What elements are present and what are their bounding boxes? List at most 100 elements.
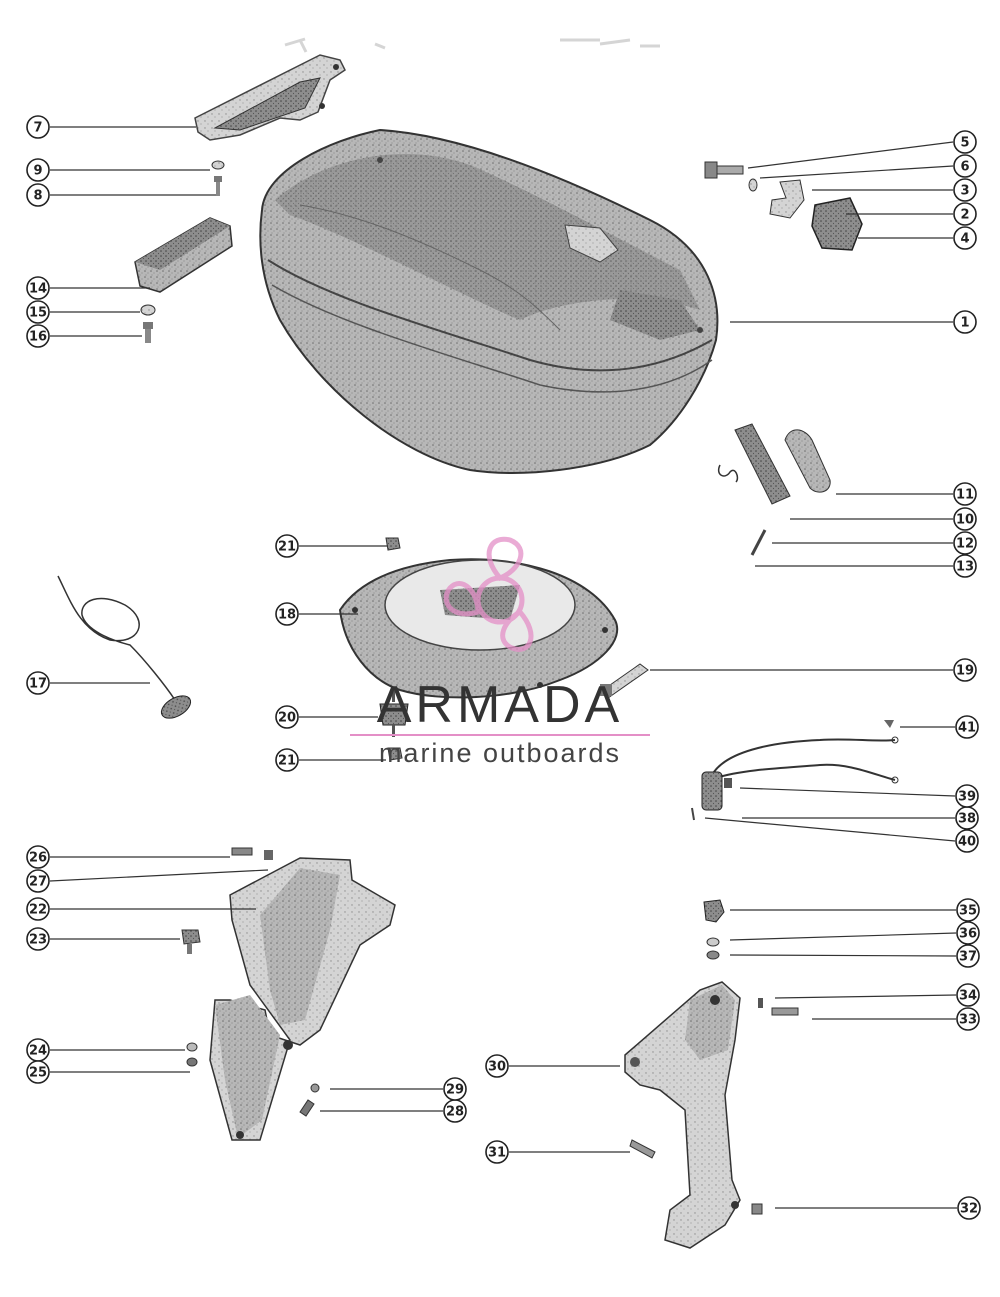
callout-circle — [953, 658, 977, 682]
callout-number: 18 — [278, 608, 296, 623]
callout-circle — [26, 927, 50, 951]
callout-18: 18 — [275, 602, 358, 626]
bolt-5-part — [704, 161, 744, 179]
callout-circle — [26, 324, 50, 348]
callout-number: 32 — [960, 1202, 978, 1217]
armada-watermark: ARMADA marine outboards — [350, 536, 650, 768]
bolt-23-part — [181, 929, 201, 954]
latch-block-2-part — [811, 197, 863, 251]
callout-41: 41 — [900, 715, 979, 739]
screw-8-part — [214, 176, 222, 196]
callout-circle — [485, 1054, 509, 1078]
callout-22: 22 — [26, 897, 256, 921]
callout-36: 36 — [729, 921, 980, 945]
callout-circle — [956, 1007, 980, 1031]
clip-39-part — [724, 778, 732, 788]
callout-31: 31 — [485, 1140, 630, 1164]
callout-number: 39 — [958, 790, 976, 805]
callout-number: 10 — [956, 513, 974, 528]
callout-circle — [26, 300, 50, 324]
callout-9: 9 — [26, 158, 210, 182]
callout-circle — [955, 784, 979, 808]
screw-41-part — [884, 720, 894, 728]
callout-circle — [953, 154, 977, 178]
callout-13: 13 — [755, 554, 977, 578]
callout-number: 24 — [29, 1044, 47, 1059]
callout-number: 22 — [29, 903, 47, 918]
callout-24: 24 — [26, 1038, 185, 1062]
callout-16: 16 — [26, 324, 142, 348]
watermark-brand: ARMADA — [377, 676, 623, 734]
callout-number: 38 — [958, 812, 976, 827]
callout-circle — [26, 158, 50, 182]
lower-support-bracket-part — [209, 857, 396, 1141]
callout-number: 34 — [959, 989, 977, 1004]
callout-number: 6 — [960, 160, 969, 175]
callout-21: 21 — [275, 748, 386, 772]
callout-circle — [275, 748, 299, 772]
callout-12: 12 — [772, 531, 977, 555]
callout-number: 23 — [29, 933, 47, 948]
washer-24-part — [186, 1042, 198, 1052]
callout-number: 3 — [960, 184, 969, 199]
callout-number: 31 — [488, 1146, 506, 1161]
callout-number: 1 — [960, 316, 969, 331]
callout-circle — [26, 1060, 50, 1084]
callout-circle — [275, 534, 299, 558]
callout-number: 25 — [29, 1066, 47, 1081]
callout-number: 20 — [278, 711, 296, 726]
callout-1: 1 — [730, 310, 977, 334]
callout-20: 20 — [275, 705, 378, 729]
callout-circle — [26, 897, 50, 921]
callout-number: 33 — [959, 1013, 977, 1028]
callout-33: 33 — [812, 1007, 980, 1031]
callout-circle — [953, 178, 977, 202]
callout-number: 12 — [956, 537, 974, 552]
washer-29-part — [310, 1083, 320, 1093]
callout-17: 17 — [26, 671, 150, 695]
bolt-26-part — [231, 847, 253, 856]
callout-number: 35 — [959, 904, 977, 919]
side-strip-10-part — [734, 423, 791, 505]
swivel-bracket-part — [624, 981, 741, 1249]
callout-circle — [953, 507, 977, 531]
callout-circle — [26, 869, 50, 893]
callout-23: 23 — [26, 927, 180, 951]
callout-35: 35 — [730, 898, 980, 922]
pin-40-part — [691, 807, 695, 821]
callout-leader-line — [704, 817, 956, 842]
callout-number: 27 — [29, 875, 47, 890]
rubber-mount-20-part — [379, 690, 409, 737]
callout-leader-line — [774, 994, 957, 999]
callout-circle — [26, 183, 50, 207]
callout-19: 19 — [650, 658, 977, 682]
spring-clip-13-part — [718, 464, 739, 483]
callout-circle — [26, 276, 50, 300]
callout-number: 26 — [29, 851, 47, 866]
nut-21-upper-part — [385, 537, 401, 551]
callout-circle — [953, 130, 977, 154]
callout-number: 2 — [960, 208, 969, 223]
callout-4: 4 — [858, 226, 977, 250]
screw-16-part — [143, 322, 153, 343]
callout-number: 15 — [29, 306, 47, 321]
callout-number: 7 — [33, 121, 42, 136]
rear-cowl-bracket-part — [194, 54, 346, 141]
callout-circle — [953, 554, 977, 578]
callout-leader-line — [747, 141, 954, 169]
callout-11: 11 — [836, 482, 977, 506]
knob-35-part — [703, 899, 725, 923]
callout-number: 17 — [29, 677, 47, 692]
callout-number: 36 — [959, 927, 977, 942]
callout-number: 37 — [959, 950, 977, 965]
callout-38: 38 — [742, 806, 979, 830]
callout-14: 14 — [26, 276, 150, 300]
callout-circle — [485, 1140, 509, 1164]
callout-6: 6 — [759, 154, 977, 179]
washer-15-part — [140, 304, 156, 316]
callout-40: 40 — [704, 817, 979, 853]
callout-number: 21 — [278, 540, 296, 555]
callout-number: 28 — [446, 1105, 464, 1120]
front-cowl-pad-part — [134, 217, 233, 293]
